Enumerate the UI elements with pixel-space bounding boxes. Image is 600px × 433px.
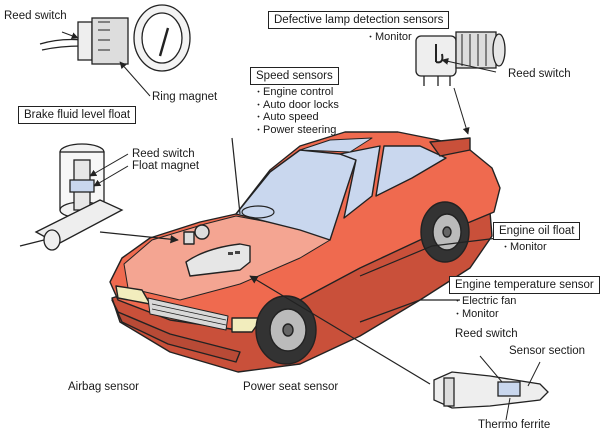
label-temp-reed-switch: Reed switch <box>455 328 518 340</box>
thermo-sensor-component <box>433 355 549 421</box>
grille <box>147 297 229 331</box>
label-thermo-ferrite: Thermo ferrite <box>478 419 551 431</box>
label-engine-oil-float: Engine oil float <box>493 222 581 240</box>
lamp-monitor-item: Monitor <box>366 31 412 44</box>
label-power-seat-sensor: Power seat sensor <box>243 381 339 393</box>
temp-sensor-list: Electric fan Monitor <box>453 295 516 320</box>
label-lamp-reed-switch: Reed switch <box>508 68 571 80</box>
temp-item: Electric fan <box>453 295 516 308</box>
speed-item: Auto speed <box>254 111 339 124</box>
side-window-front <box>339 145 381 219</box>
label-brake-reed-switch: Reed switch <box>132 148 195 160</box>
label-airbag-sensor: Airbag sensor <box>68 381 139 393</box>
oil-monitor: Monitor <box>501 241 547 254</box>
lamp-monitor: Monitor <box>366 31 412 44</box>
brake-float-component <box>19 143 129 251</box>
speed-item: Power steering <box>254 124 339 137</box>
sunroof <box>299 137 373 153</box>
ring-magnet-component <box>39 4 191 97</box>
label-speed-sensors: Speed sensors <box>250 67 339 85</box>
leader-lines <box>99 137 499 385</box>
label-brake-fluid-float: Brake fluid level float <box>18 106 137 124</box>
label-defective-lamp: Defective lamp detection sensors <box>268 11 450 29</box>
hood-float-part <box>183 231 195 245</box>
spoiler <box>429 137 471 157</box>
label-reed-switch-top: Reed switch <box>4 10 67 22</box>
label-sensor-section: Sensor section <box>509 345 586 357</box>
side-window-rear <box>375 145 447 197</box>
label-ring-magnet: Ring magnet <box>152 91 218 103</box>
bumper <box>111 299 241 363</box>
label-float-magnet: Float magnet <box>132 160 200 172</box>
hood-module <box>185 243 251 277</box>
oil-monitor-item: Monitor <box>501 241 547 254</box>
lamp-sensor-component <box>415 31 506 135</box>
speed-item: Engine control <box>254 86 339 99</box>
headlight-right <box>231 317 263 333</box>
speed-sensor-list: Engine control Auto door locks Auto spee… <box>254 86 339 136</box>
temp-item: Monitor <box>453 308 516 321</box>
label-engine-temperature: Engine temperature sensor <box>449 276 600 294</box>
speed-item: Auto door locks <box>254 99 339 112</box>
